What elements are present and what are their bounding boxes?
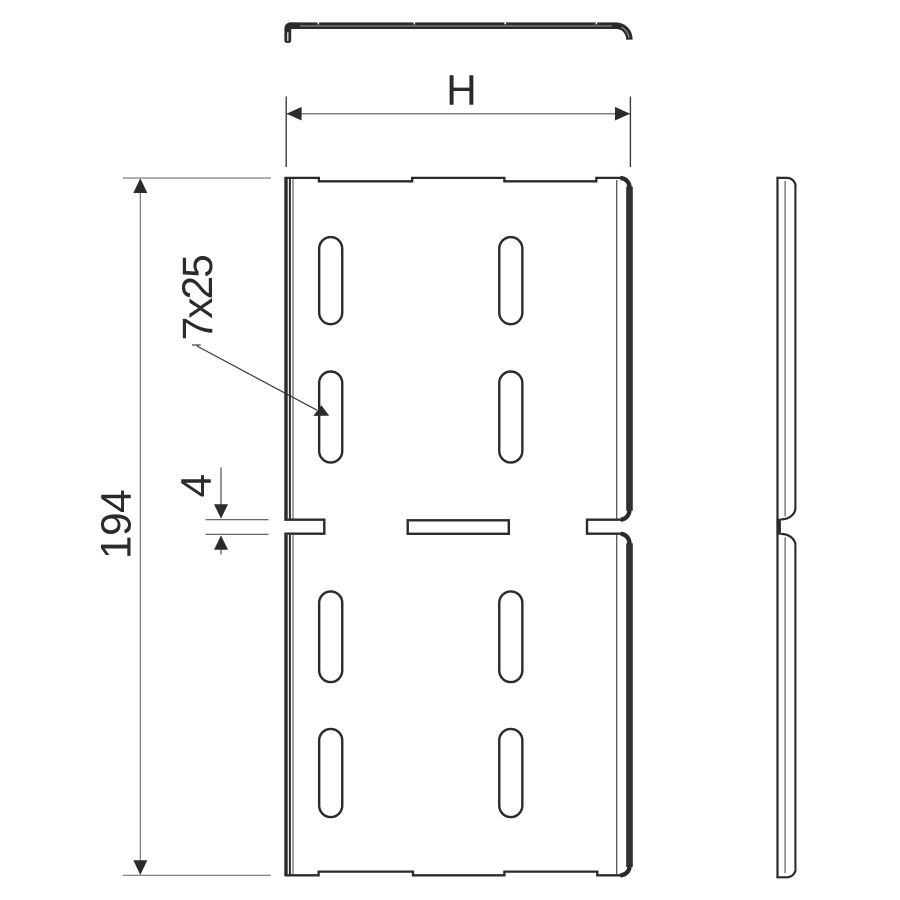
svg-text:H: H: [446, 67, 477, 114]
svg-text:7x25: 7x25: [175, 256, 222, 341]
svg-text:4: 4: [174, 474, 221, 498]
svg-text:194: 194: [93, 490, 140, 559]
